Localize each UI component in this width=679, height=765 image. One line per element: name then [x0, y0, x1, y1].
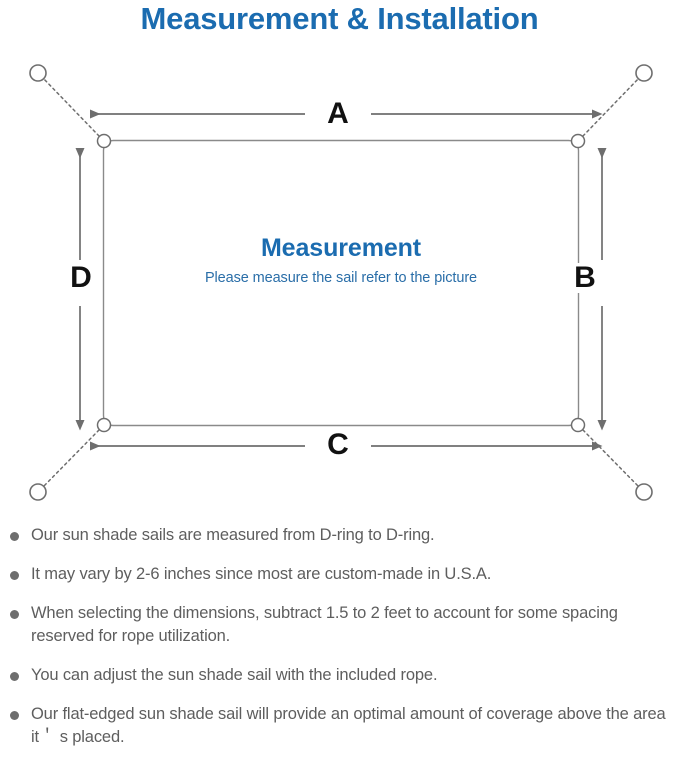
- d-ring-top-right: [570, 133, 586, 149]
- dimension-label-b: B: [570, 263, 600, 293]
- measurement-diagram: A B C D Measurement Please measure the s…: [0, 48, 679, 518]
- bullet-icon: [10, 711, 19, 720]
- d-ring-bottom-right: [570, 417, 586, 433]
- measurement-heading: Measurement: [260, 234, 422, 262]
- list-item: You can adjust the sun shade sail with t…: [0, 664, 679, 687]
- bullet-icon: [10, 672, 19, 681]
- anchor-point-top-left: [29, 64, 47, 82]
- list-item: It may vary by 2-6 inches since most are…: [0, 563, 679, 586]
- note-text: Our sun shade sails are measured from D-…: [31, 526, 435, 544]
- anchor-point-bottom-right: [635, 483, 653, 501]
- anchor-point-top-right: [635, 64, 653, 82]
- bullet-icon: [10, 532, 19, 541]
- anchor-point-bottom-left: [29, 483, 47, 501]
- note-text: You can adjust the sun shade sail with t…: [31, 666, 438, 684]
- list-item: Our sun shade sails are measured from D-…: [0, 524, 679, 547]
- dimension-label-c: C: [312, 430, 364, 460]
- measurement-subtext: Please measure the sail refer to the pic…: [204, 270, 478, 286]
- d-rings: [96, 133, 586, 433]
- dimension-label-a: A: [312, 99, 364, 129]
- d-ring-bottom-left: [96, 417, 112, 433]
- notes-list: Our sun shade sails are measured from D-…: [0, 524, 679, 765]
- sail-center-caption: Measurement Please measure the sail refe…: [103, 233, 579, 289]
- note-text: When selecting the dimensions, subtract …: [31, 604, 618, 645]
- diagram-svg: [29, 64, 653, 501]
- rope-connectors: [41, 76, 641, 489]
- page-title: Measurement & Installation: [140, 1, 539, 36]
- bullet-icon: [10, 571, 19, 580]
- list-item: Our flat-edged sun shade sail will provi…: [0, 703, 679, 749]
- bullet-icon: [10, 610, 19, 619]
- anchor-points: [29, 64, 653, 501]
- note-text: Our flat-edged sun shade sail will provi…: [31, 705, 666, 746]
- list-item: When selecting the dimensions, subtract …: [0, 602, 679, 648]
- note-text: It may vary by 2-6 inches since most are…: [31, 565, 492, 583]
- dimension-label-d: D: [64, 263, 98, 293]
- d-ring-top-left: [96, 133, 112, 149]
- dimension-arrows: [75, 109, 607, 451]
